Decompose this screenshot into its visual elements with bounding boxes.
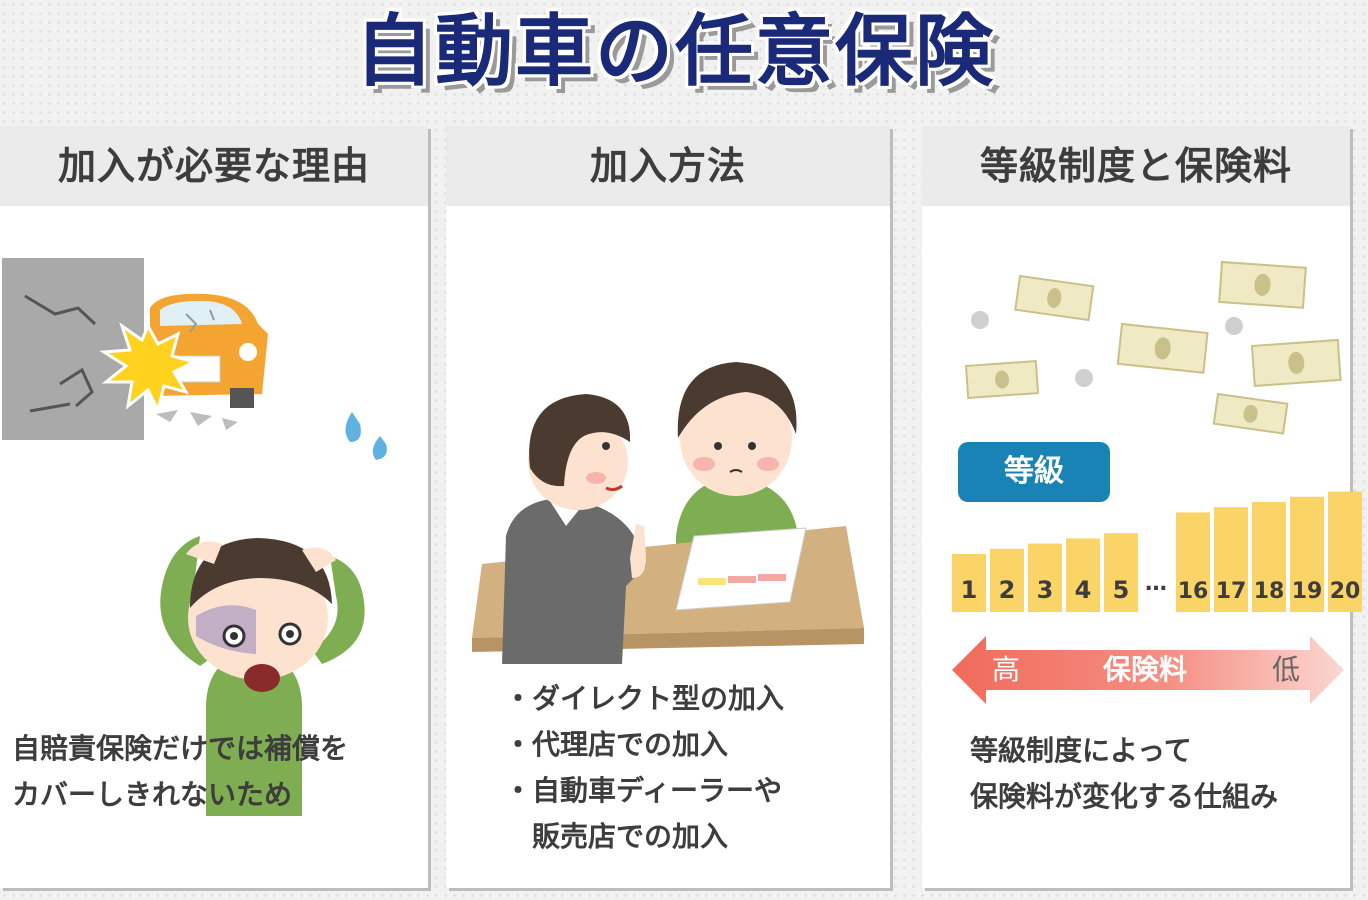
premium-high-label: 高: [992, 653, 1021, 686]
method-item: 販売店での加入: [504, 820, 729, 853]
grade-description: 等級制度によって 保険料が変化する仕組み: [970, 728, 1278, 820]
grade-bar-label: 17: [1216, 579, 1247, 604]
panel-grade-heading: 等級制度と保険料: [922, 126, 1350, 206]
sweat-drops-icon: [345, 412, 387, 460]
crash-burst-icon: [99, 322, 199, 415]
grade-bar-label: 1: [961, 576, 978, 604]
reason-line: カバーしきれないため: [12, 778, 293, 811]
reason-line: 自賠責保険だけでは補償を: [12, 732, 349, 765]
car-crash-illustration: [2, 258, 387, 816]
wall: [2, 258, 144, 440]
grade-line: 等級制度によって: [970, 734, 1192, 767]
premium-label: 保険料: [1102, 653, 1187, 686]
method-item: ・自動車ディーラーや: [504, 774, 783, 807]
coins-icon: [971, 311, 1243, 387]
grade-bar: [1290, 496, 1324, 612]
agent-man-icon: [502, 394, 646, 664]
grade-bar-label: 3: [1037, 576, 1054, 604]
premium-arrow: [952, 636, 1344, 704]
grade-bar-label: 2: [999, 576, 1016, 604]
panel-method: 加入方法: [446, 126, 890, 888]
panel-method-heading: 加入方法: [446, 126, 890, 206]
reason-description: 自賠責保険だけでは補償を カバーしきれないため: [12, 726, 348, 818]
method-item: ・代理店での加入: [504, 728, 729, 761]
worried-boy-icon: [160, 536, 365, 816]
grade-bar: [952, 554, 986, 612]
banknotes-icon: [964, 260, 1342, 435]
document-icon: [675, 527, 807, 611]
grade-bar-label: 5: [1113, 576, 1130, 604]
grade-bar-label: 19: [1292, 579, 1323, 604]
grade-bar: [1028, 543, 1062, 612]
grade-bar-label: 18: [1254, 579, 1285, 604]
grade-bar: [1214, 507, 1248, 612]
panel-reason-heading: 加入が必要な理由: [0, 126, 428, 206]
consultation-illustration: [472, 362, 864, 664]
method-list: ・ダイレクト型の加入 ・代理店での加入 ・自動車ディーラーや 販売店での加入: [504, 676, 784, 860]
money-illustration: [964, 260, 1342, 435]
grade-bar: [1066, 538, 1100, 612]
grade-bar-label: 16: [1178, 579, 1209, 604]
grade-bar: [1176, 512, 1210, 612]
grade-bar-label: 4: [1075, 576, 1092, 604]
page-title: 自動車の任意保険: [354, 7, 995, 97]
grade-bar: [990, 548, 1024, 612]
grade-ellipsis: …: [1145, 571, 1167, 596]
grade-bar: [1252, 502, 1286, 612]
method-item: ・ダイレクト型の加入: [504, 682, 785, 715]
panel-reason: 加入が必要な理由: [0, 126, 428, 888]
grade-bar-label: 20: [1330, 579, 1361, 604]
grade-bar: [1104, 533, 1138, 612]
grade-line: 保険料が変化する仕組み: [970, 780, 1279, 813]
premium-low-label: 低: [1272, 653, 1301, 686]
grade-badge: 等級: [958, 442, 1110, 502]
grade-bar: [1328, 491, 1362, 612]
